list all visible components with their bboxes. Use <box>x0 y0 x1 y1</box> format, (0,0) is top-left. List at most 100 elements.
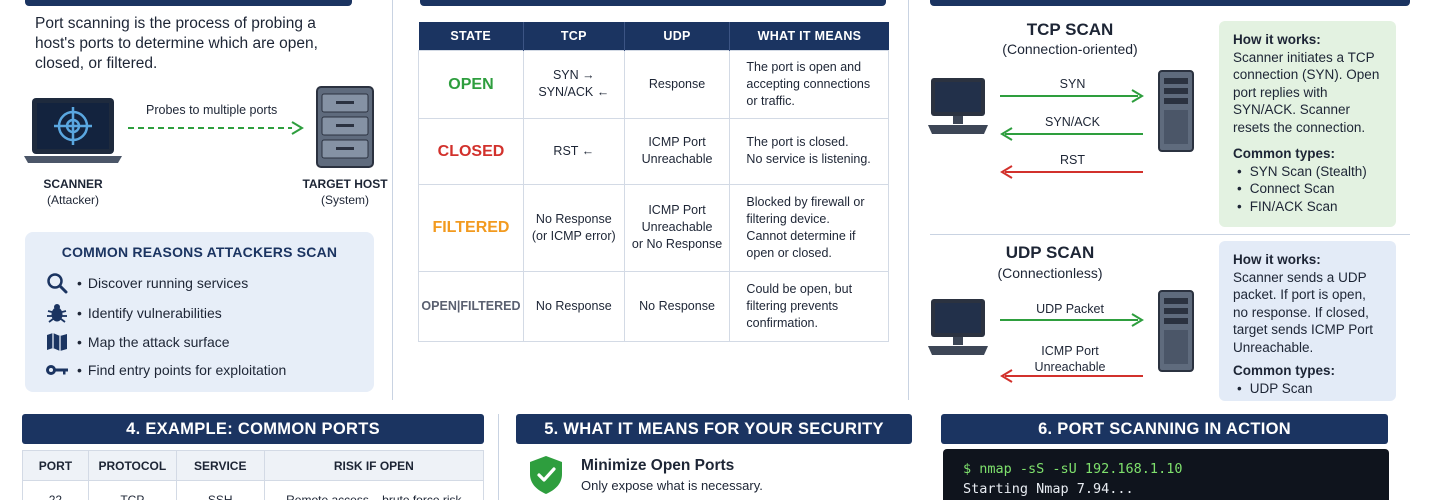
bullet: • <box>77 334 82 350</box>
protocol-cell: TCP <box>87 480 177 500</box>
udp-info-box: How it works: Scanner sends a UDP packet… <box>1219 241 1396 401</box>
port-cell: 22 <box>22 480 89 500</box>
state-cell: CLOSED <box>418 117 524 185</box>
reason-text: Map the attack surface <box>87 334 230 350</box>
tcp-types-title: Common types: <box>1233 146 1336 161</box>
udp-server-icon <box>1158 290 1194 372</box>
scanner-label: SCANNER (Attacker) <box>22 176 124 208</box>
reasons-title: COMMON REASONS ATTACKERS SCAN <box>61 244 338 260</box>
udp-cell: ICMP Port Unreachable or No Response <box>623 183 731 272</box>
scanner-subtitle: (Attacker) <box>46 193 99 207</box>
list-item: SYN Scan (Stealth) <box>1237 163 1382 181</box>
tcp-cell: SYN → SYN/ACK ← <box>522 49 625 119</box>
tcp-arrow-label: RST <box>1060 153 1085 167</box>
probe-label: Probes to multiple ports <box>146 103 278 117</box>
section-2-header-bar <box>420 0 886 6</box>
magnifier-icon <box>45 272 69 294</box>
arrow-left-icon <box>1000 127 1145 141</box>
divider <box>392 0 393 400</box>
terminal-window: $ nmap -sS -sU 192.168.1.10 Starting Nma… <box>943 449 1389 500</box>
list-item: Connect Scan <box>1237 180 1382 198</box>
column-header: PROTOCOL <box>87 450 177 481</box>
tcp-server-icon <box>1158 70 1194 152</box>
table-header-row: PORT PROTOCOL SERVICE RISK IF OPEN <box>22 450 485 481</box>
reason-text: Identify vulnerabilities <box>87 305 222 321</box>
arrow-left-icon <box>1000 165 1145 179</box>
udp-how-title: How it works: <box>1233 252 1321 267</box>
tcp-cell: No Response <box>522 270 625 342</box>
section-1-header-bar <box>25 0 352 6</box>
divider <box>498 414 499 500</box>
target-title: TARGET HOST <box>302 177 388 191</box>
tcp-client-computer-icon <box>928 76 988 136</box>
reason-text: Discover running services <box>87 275 249 291</box>
tcp-cell: No Response (or ICMP error) <box>522 183 625 272</box>
intro-text: Port scanning is the process of probing … <box>35 15 318 72</box>
udp-cell: ICMP Port Unreachable <box>623 117 731 185</box>
list-item: UDP Scan <box>1237 380 1382 398</box>
tcp-scan-subtitle: (Connection-oriented) <box>1002 41 1138 57</box>
tcp-cell: RST ← <box>522 117 625 185</box>
meaning-cell: The port is open and accepting connectio… <box>729 49 889 119</box>
tcp-arrow-label: SYN <box>1059 77 1086 91</box>
udp-cell: No Response <box>623 270 731 342</box>
column-header: PORT <box>22 450 89 481</box>
table-row: 22 TCP SSH Remote access – brute force r… <box>22 480 485 500</box>
shield-check-icon <box>528 455 564 495</box>
section-3-header-bar <box>930 0 1410 6</box>
reasons-box: COMMON REASONS ATTACKERS SCAN • Discover… <box>25 232 374 392</box>
scanner-laptop-icon <box>22 96 124 166</box>
bullet: • <box>77 305 82 321</box>
udp-scan-subtitle: (Connectionless) <box>997 265 1103 281</box>
udp-arrow-label: UDP Packet <box>1036 302 1104 316</box>
bullet: • <box>77 362 82 378</box>
target-subtitle: (System) <box>321 193 369 207</box>
divider <box>930 234 1410 235</box>
terminal-output: Starting Nmap 7.94... <box>963 481 1134 497</box>
risk-cell: Remote access – brute force risk <box>263 480 485 500</box>
bullet: • <box>77 275 82 291</box>
state-cell: OPEN <box>418 49 524 119</box>
tcp-types-list: SYN Scan (Stealth) Connect Scan FIN/ACK … <box>1233 163 1382 216</box>
udp-how-text: Scanner sends a UDP packet. If port is o… <box>1233 269 1374 355</box>
reason-text: Find entry points for exploitation <box>87 362 287 378</box>
key-icon <box>45 359 69 381</box>
tcp-info-box: How it works: Scanner initiates a TCP co… <box>1219 21 1396 227</box>
udp-cell: Response <box>623 49 731 119</box>
divider <box>908 0 909 400</box>
security-header: 5. WHAT IT MEANS FOR YOUR SECURITY <box>516 414 912 444</box>
bug-icon <box>45 302 69 324</box>
reason-item: • Map the attack surface <box>45 331 230 353</box>
in-action-header: 6. PORT SCANNING IN ACTION <box>941 414 1388 444</box>
probe-arrow-icon <box>128 121 304 135</box>
map-icon <box>45 331 69 353</box>
column-header: SERVICE <box>175 450 265 481</box>
column-header: RISK IF OPEN <box>263 450 485 481</box>
tcp-how-text: Scanner initiates a TCP connection (SYN)… <box>1233 49 1380 135</box>
tcp-scan-title: TCP SCAN <box>1026 20 1114 39</box>
tcp-how-title: How it works: <box>1233 32 1321 47</box>
udp-scan-title: UDP SCAN <box>1005 243 1095 262</box>
udp-client-computer-icon <box>928 297 988 357</box>
udp-types-title: Common types: <box>1233 363 1336 378</box>
common-ports-header: 4. EXAMPLE: COMMON PORTS <box>22 414 484 444</box>
target-server-icon <box>316 86 374 168</box>
arrow-right-icon <box>1000 89 1145 103</box>
meaning-cell: Could be open, but filtering prevents co… <box>729 270 889 342</box>
list-item: FIN/ACK Scan <box>1237 198 1382 216</box>
security-item-title: Minimize Open Ports <box>581 457 735 474</box>
target-label: TARGET HOST (System) <box>290 176 400 208</box>
udp-arrow-label: ICMP Port Unreachable <box>1034 344 1106 374</box>
reason-item: • Discover running services <box>45 272 248 294</box>
terminal-command: $ nmap -sS -sU 192.168.1.10 <box>963 461 1183 477</box>
service-cell: SSH <box>175 480 265 500</box>
tcp-arrow-label: SYN/ACK <box>1045 115 1100 129</box>
column-header: UDP <box>624 22 731 50</box>
common-ports-table: PORT PROTOCOL SERVICE RISK IF OPEN 22 TC… <box>22 450 485 500</box>
arrow-right-icon <box>1000 313 1145 327</box>
